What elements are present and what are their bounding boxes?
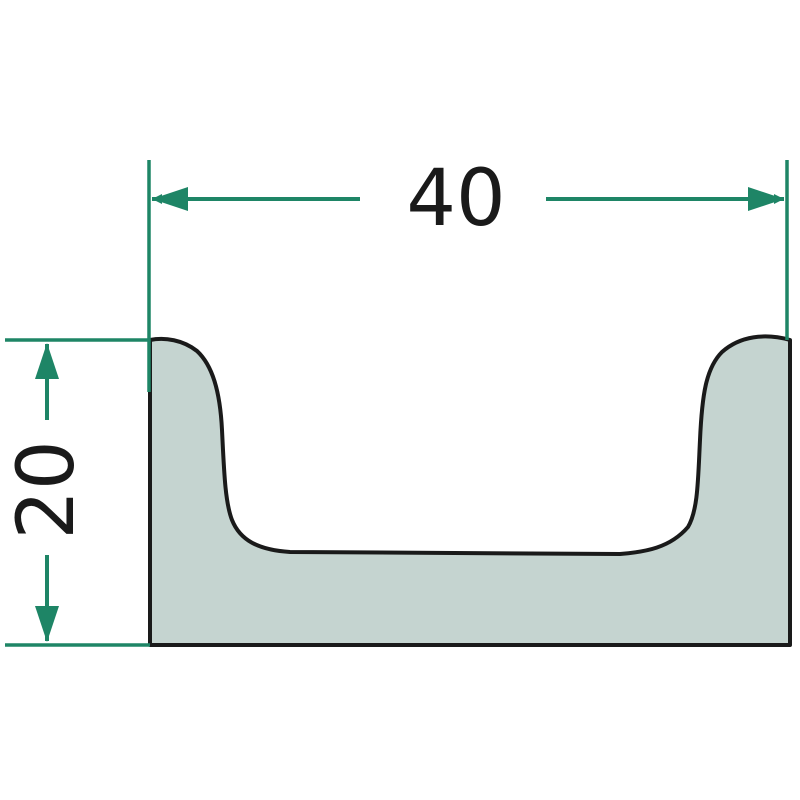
- arrow-top-height: [35, 343, 59, 379]
- arrow-bottom-height: [35, 606, 59, 642]
- arrow-left-width: [152, 187, 188, 211]
- width-label: 40: [406, 154, 505, 244]
- arrow-right-width: [748, 187, 784, 211]
- height-label: 20: [2, 440, 92, 539]
- u-channel-profile: [148, 334, 792, 647]
